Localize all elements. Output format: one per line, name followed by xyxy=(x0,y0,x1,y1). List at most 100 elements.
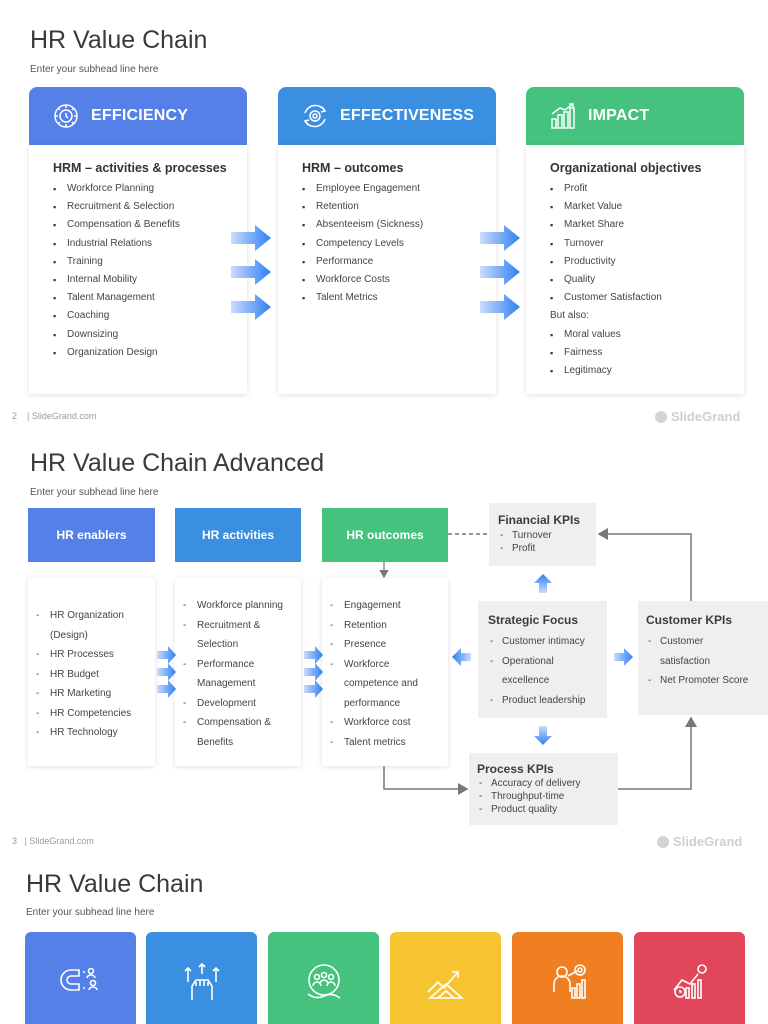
list-item: Accuracy of delivery xyxy=(477,777,618,790)
list-item: Coaching xyxy=(53,307,233,325)
list-item: Presence xyxy=(322,635,448,655)
slide-subhead: Enter your subhead line here xyxy=(26,907,155,918)
list-item: Absenteeism (Sickness) xyxy=(302,216,482,234)
efficiency-column: EFFICIENCY HRM – activities & processes … xyxy=(29,87,247,394)
footer-left: 3 | SlideGrand.com xyxy=(12,836,94,846)
list-item: Development xyxy=(175,694,301,714)
arrow-right-icon xyxy=(304,663,323,681)
slide-hr-value-chain-icons: HR Value Chain Enter your subhead line h… xyxy=(0,862,768,1024)
list-item: Turnover xyxy=(550,235,730,253)
impact-list: Profit Market Value Market Share Turnove… xyxy=(550,180,730,308)
footer-url: | SlideGrand.com xyxy=(27,411,97,421)
list-item: Product quality xyxy=(477,803,618,816)
list-item: Workforce competence and performance xyxy=(322,655,448,714)
effectiveness-column: EFFECTIVENESS HRM – outcomes Employee En… xyxy=(278,87,496,394)
strategic-focus-box: Strategic Focus Customer intimacy Operat… xyxy=(478,601,607,718)
tile-5 xyxy=(512,932,623,1024)
magnet-people-icon xyxy=(59,962,103,1007)
impact-header: IMPACT xyxy=(526,87,744,145)
page-number: 3 xyxy=(12,836,18,846)
effectiveness-header-label: EFFECTIVENESS xyxy=(340,107,475,124)
financial-kpis-title: Financial KPIs xyxy=(498,513,581,527)
list-item: Compensation & Benefits xyxy=(175,713,301,752)
bar-growth-icon xyxy=(548,101,578,131)
list-item: Throughput-time xyxy=(477,790,618,803)
list-item: Talent Management xyxy=(53,289,233,307)
list-item: HR Marketing xyxy=(28,684,155,704)
list-item: Recruitment & Selection xyxy=(175,616,301,655)
arrow-right-icon xyxy=(231,294,271,320)
page-number: 2 xyxy=(12,411,18,421)
elbow-connector xyxy=(597,528,692,601)
hr-outcomes-panel: Engagement Retention Presence Workforce … xyxy=(322,578,448,766)
list-item: Talent metrics xyxy=(322,733,448,753)
arrow-left-icon xyxy=(452,648,471,666)
arrow-right-icon xyxy=(157,646,176,664)
tile-4 xyxy=(390,932,501,1024)
list-item: Recruitment & Selection xyxy=(53,198,233,216)
list-item: Training xyxy=(53,253,233,271)
connector-lines xyxy=(157,528,697,795)
list-item: HR Competencies xyxy=(28,704,155,724)
list-item: Performance Management xyxy=(175,655,301,694)
list-item: Market Share xyxy=(550,216,730,234)
list-item: Customer satisfaction xyxy=(646,632,752,671)
impact-header-label: IMPACT xyxy=(588,107,650,124)
list-item: Quality xyxy=(550,271,730,289)
arrow-right-icon xyxy=(231,225,271,251)
list-item: Employee Engagement xyxy=(302,180,482,198)
person-target-icon xyxy=(546,962,590,1007)
list-item: Net Promoter Score xyxy=(646,671,752,691)
arrow-right-icon xyxy=(304,680,323,698)
effectiveness-title: HRM – outcomes xyxy=(302,161,404,175)
slide-hr-value-chain: HR Value Chain Enter your subhead line h… xyxy=(0,0,768,430)
list-item: Organization Design xyxy=(53,344,233,362)
financial-kpis-box: Financial KPIs Turnover Profit xyxy=(489,503,596,566)
list-item: Workforce planning xyxy=(175,596,301,616)
brand-logo-icon xyxy=(655,410,667,423)
list-item: Performance xyxy=(302,253,482,271)
impact-body: Organizational objectives Profit Market … xyxy=(526,145,744,394)
list-item: Downsizing xyxy=(53,326,233,344)
growth-chart-icon xyxy=(424,962,468,1007)
list-item: HR Organization (Design) xyxy=(28,606,155,645)
arrow-right-icon xyxy=(480,294,520,320)
list-item: Workforce cost xyxy=(322,713,448,733)
list-item: Customer intimacy xyxy=(488,632,601,652)
slide-hr-value-chain-advanced: HR Value Chain Advanced Enter your subhe… xyxy=(0,430,768,862)
elbow-connector xyxy=(618,716,697,790)
list-item: Compensation & Benefits xyxy=(53,216,233,234)
list-item: Competency Levels xyxy=(302,235,482,253)
arrow-right-icon xyxy=(157,663,176,681)
list-item: Workforce Costs xyxy=(302,271,482,289)
effectiveness-header: EFFECTIVENESS xyxy=(278,87,496,145)
efficiency-header-label: EFFICIENCY xyxy=(91,107,189,124)
list-item: Profit xyxy=(550,180,730,198)
impact-title: Organizational objectives xyxy=(550,161,702,175)
effectiveness-list: Employee Engagement Retention Absenteeis… xyxy=(302,180,482,308)
list-item: Profit xyxy=(498,542,596,555)
brand-logo: SlideGrand xyxy=(657,834,742,849)
hr-enablers-header: HR enablers xyxy=(28,508,155,562)
efficiency-title: HRM – activities & processes xyxy=(53,161,227,175)
customer-kpis-title: Customer KPIs xyxy=(646,613,733,627)
hr-enablers-panel: HR Organization (Design) HR Processes HR… xyxy=(28,578,155,766)
list-item: Industrial Relations xyxy=(53,235,233,253)
list-item: Moral values xyxy=(550,326,730,344)
tile-3 xyxy=(268,932,379,1024)
slide-title: HR Value Chain xyxy=(30,26,208,54)
process-kpis-box: Process KPIs Accuracy of delivery Throug… xyxy=(469,753,618,825)
hr-outcomes-header: HR outcomes xyxy=(322,508,448,562)
cycle-gear-icon xyxy=(300,101,330,131)
list-item: Market Value xyxy=(550,198,730,216)
brand-logo-icon xyxy=(657,835,669,848)
slide-title: HR Value Chain Advanced xyxy=(30,449,325,477)
impact-column: IMPACT Organizational objectives Profit … xyxy=(526,87,744,394)
list-item: HR Processes xyxy=(28,645,155,665)
impact-extra-list: Moral values Fairness Legitimacy xyxy=(550,326,730,381)
elbow-connector xyxy=(383,766,469,795)
arrow-down-icon xyxy=(534,726,552,745)
efficiency-list: Workforce Planning Recruitment & Selecti… xyxy=(53,180,233,362)
effectiveness-body: HRM – outcomes Employee Engagement Reten… xyxy=(278,145,496,394)
list-item: Turnover xyxy=(498,529,596,542)
